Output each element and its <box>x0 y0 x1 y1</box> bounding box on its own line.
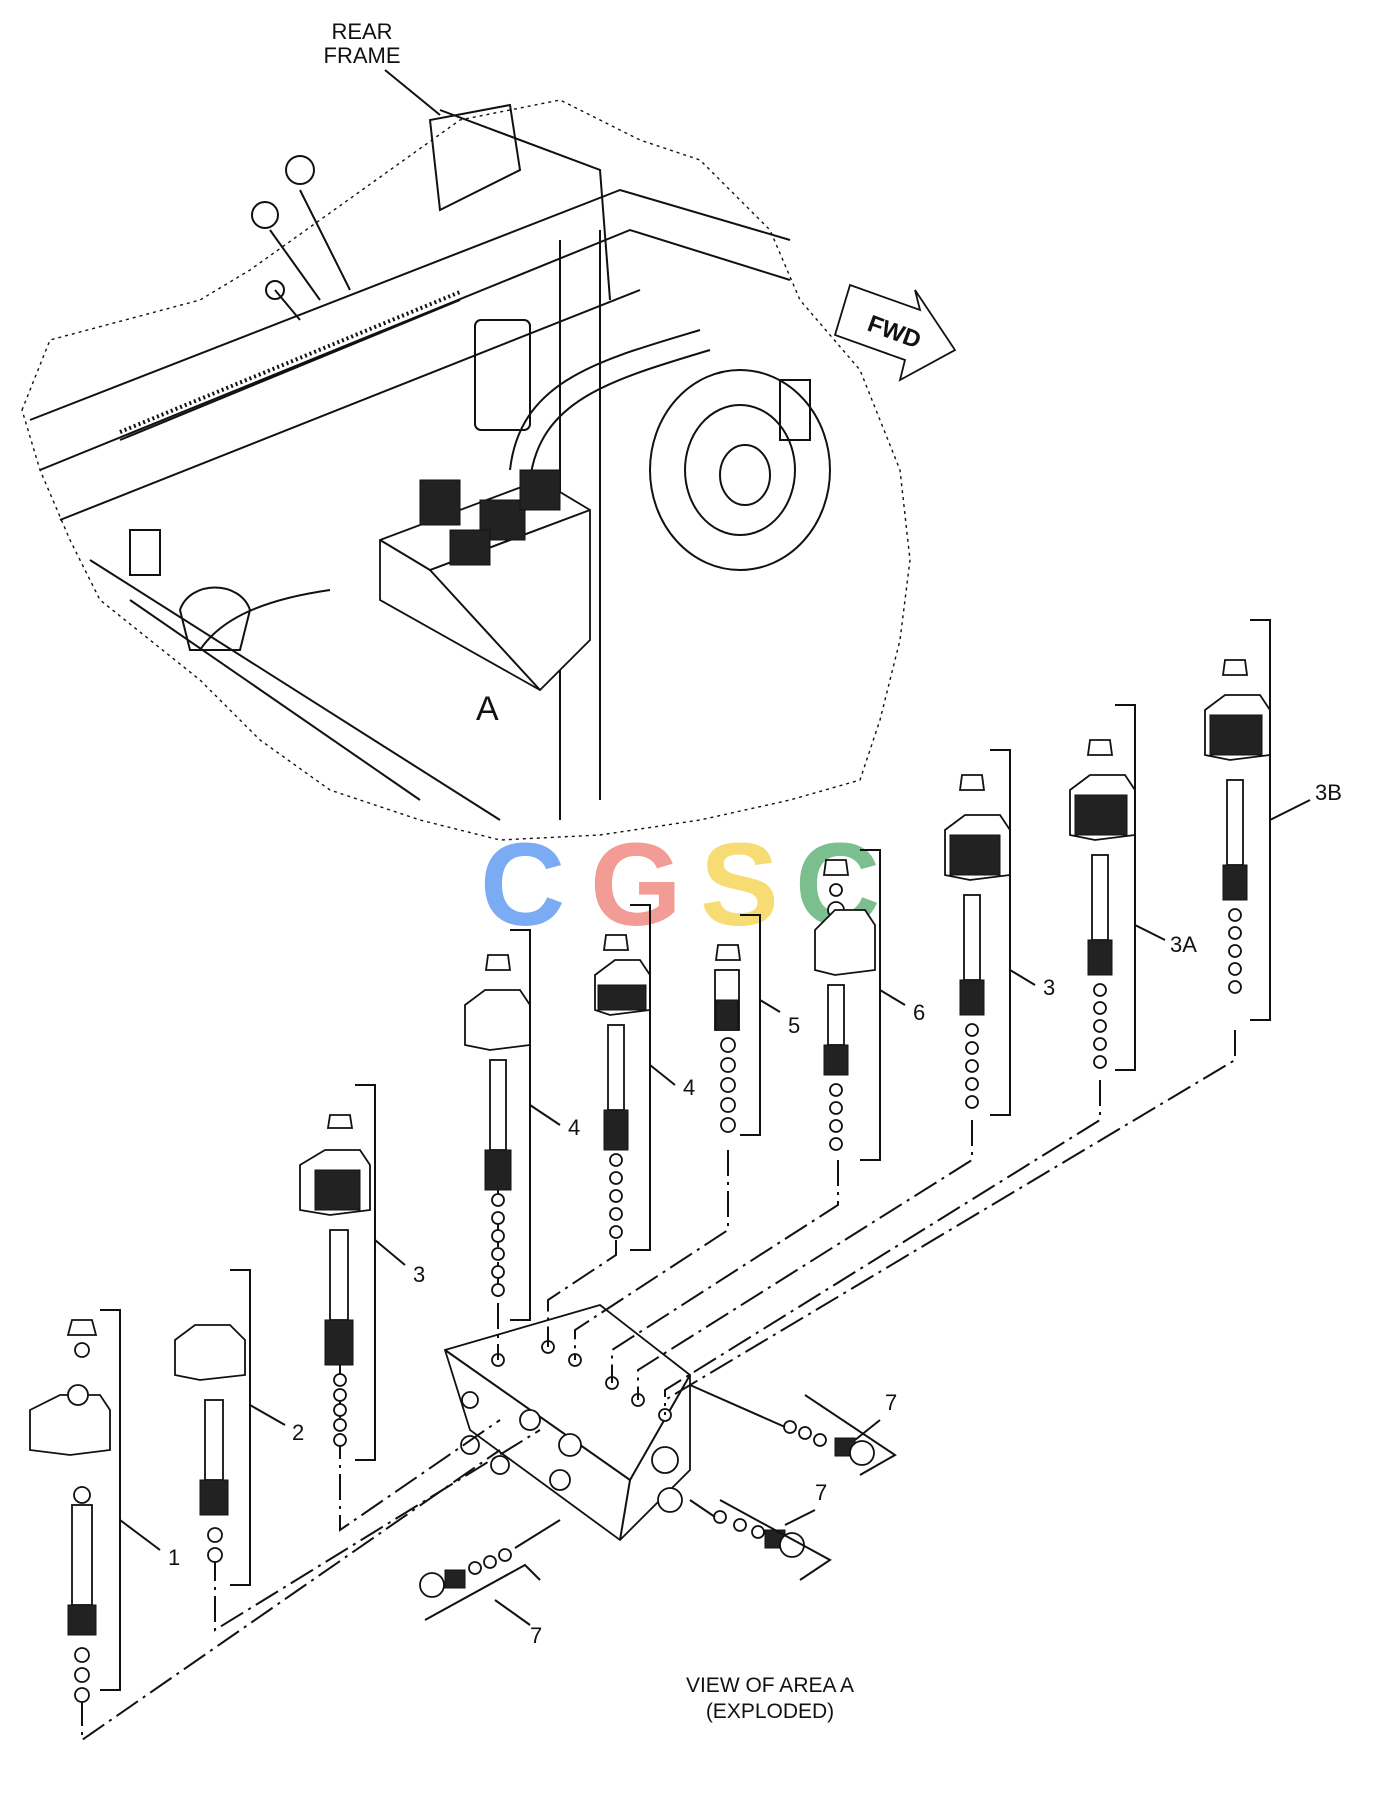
callout-4b: 4 <box>683 1075 695 1100</box>
rear-frame-label-line2: FRAME <box>324 43 401 68</box>
valve-stack-6 <box>814 849 906 1161</box>
callout-3-upper: 3 <box>1043 975 1055 1000</box>
valve-stack-3a <box>1069 704 1166 1071</box>
rear-frame-leader <box>384 69 441 116</box>
callout-1: 1 <box>168 1545 180 1570</box>
valve-stack-3b <box>1204 619 1311 1021</box>
plug-assembly-7-left <box>419 1519 561 1626</box>
callout-3a: 3A <box>1170 932 1197 957</box>
callout-4a: 4 <box>568 1115 580 1140</box>
valve-stack-4b <box>594 904 676 1251</box>
valve-stack-3-upper <box>944 749 1036 1116</box>
valve-stack-2 <box>174 1269 286 1586</box>
watermark-letter-g: G <box>590 819 682 951</box>
detail-boundary <box>21 99 911 841</box>
valve-stack-5 <box>714 914 781 1136</box>
valve-stack-4a <box>464 929 561 1321</box>
valve-stack-3-lower <box>299 1084 406 1461</box>
rear-frame-label-line1: REAR <box>331 19 392 44</box>
fwd-arrow-icon: FWD <box>833 283 957 382</box>
callout-7-right-bottom: 7 <box>815 1480 827 1505</box>
manifold-block <box>443 1304 691 1542</box>
callout-2: 2 <box>292 1420 304 1445</box>
plug-assembly-7-right-bottom <box>689 1499 832 1581</box>
rear-frame-view <box>21 99 911 841</box>
callout-6: 6 <box>913 1000 925 1025</box>
area-a-marker: A <box>476 690 499 728</box>
callout-3b: 3B <box>1315 780 1342 805</box>
callout-7-left: 7 <box>530 1623 542 1648</box>
view-caption-line1: VIEW OF AREA A <box>686 1674 854 1697</box>
callout-3-lower: 3 <box>413 1262 425 1287</box>
watermark-letter-s: S <box>700 819 779 951</box>
valve-stack-1 <box>29 1309 161 1703</box>
assembly-lines <box>81 1030 1236 1742</box>
callout-7-right-top: 7 <box>885 1390 897 1415</box>
watermark-letter-c1: C <box>480 819 565 951</box>
plug-assembly-7-right-top <box>689 1384 897 1476</box>
view-caption-line2: (EXPLODED) <box>706 1700 834 1723</box>
callout-5: 5 <box>788 1013 800 1038</box>
